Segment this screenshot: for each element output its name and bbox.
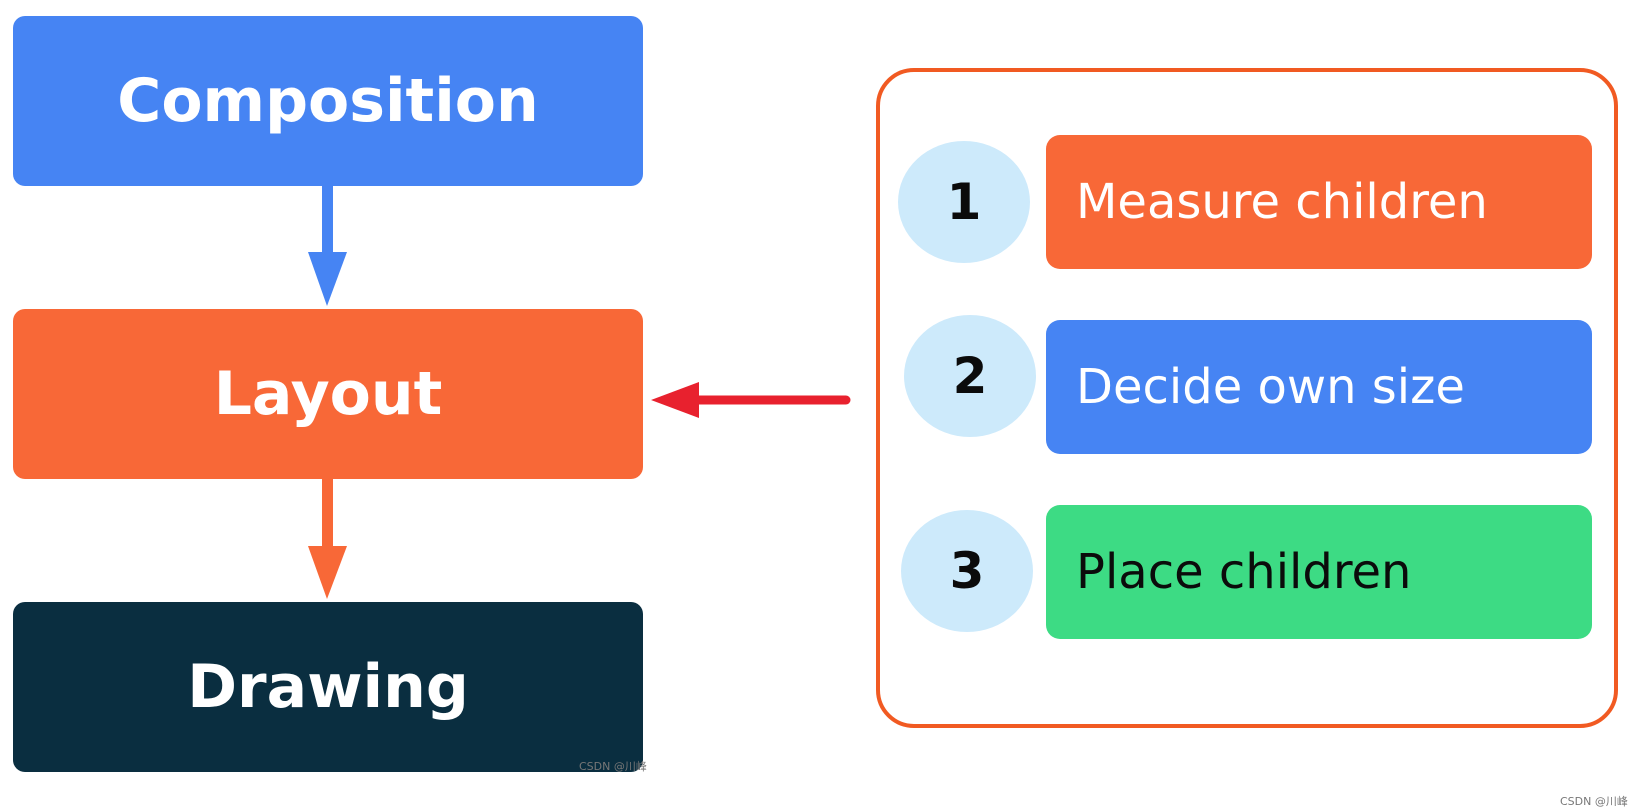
steps-to-layout-arrow: [651, 382, 851, 418]
watermark: CSDN @川峰: [579, 760, 647, 773]
step-2-box: Decide own size: [1046, 320, 1592, 454]
layout-phase-box: Layout: [13, 309, 643, 479]
step-3-box: Place children: [1046, 505, 1592, 639]
step-2-number: 2: [952, 347, 988, 405]
step-3-number: 3: [949, 542, 985, 600]
step-2-label: Decide own size: [1076, 359, 1465, 415]
layout-label: Layout: [213, 359, 443, 429]
drawing-label: Drawing: [187, 652, 469, 722]
step-1-number: 1: [946, 173, 982, 231]
watermark: CSDN @川峰: [1560, 795, 1628, 808]
composition-phase-box: Composition: [13, 16, 643, 186]
step-1-label: Measure children: [1076, 174, 1488, 230]
step-1-number-circle: 1: [898, 141, 1030, 263]
composition-to-layout-arrow: [308, 186, 347, 306]
composition-label: Composition: [117, 66, 539, 136]
step-3-number-circle: 3: [901, 510, 1033, 632]
step-2-number-circle: 2: [904, 315, 1036, 437]
drawing-phase-box: Drawing: [13, 602, 643, 772]
layout-to-drawing-arrow: [308, 479, 347, 599]
step-1-box: Measure children: [1046, 135, 1592, 269]
step-3-label: Place children: [1076, 544, 1412, 600]
